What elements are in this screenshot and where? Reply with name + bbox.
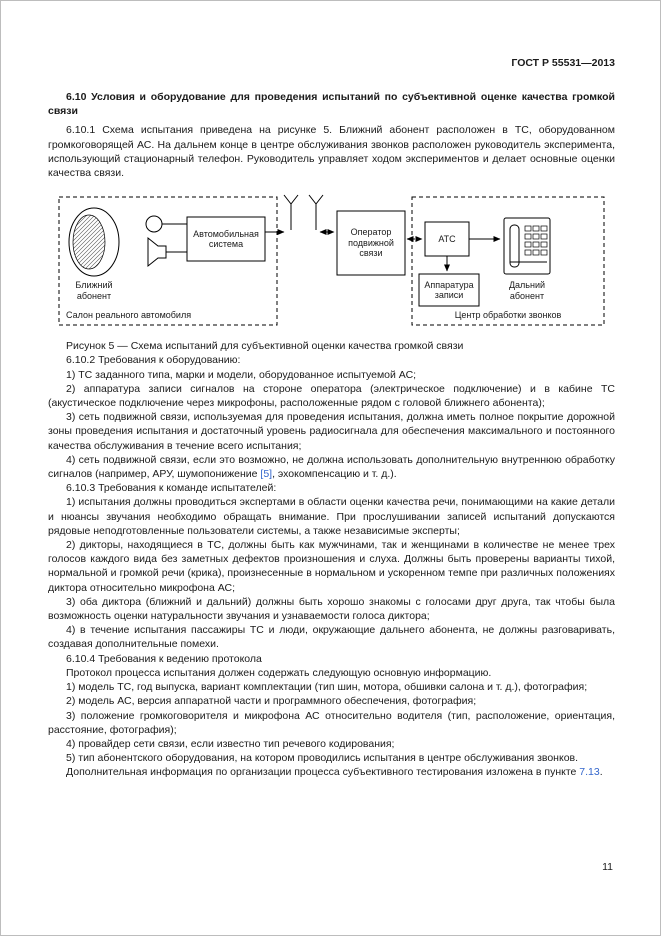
label-car-salon: Салон реального автомобиля [66,310,192,321]
recorder-box [418,273,480,307]
paragraph-6-10-4-item2: 2) модель АС, версия аппаратной части и … [66,695,477,708]
label-mobile-operator: Оператор подвижной связи [348,227,394,259]
label-atc: АТС [438,233,456,244]
paragraph-6-10-2-item3: 3) сеть подвижной связи, используемая дл… [48,411,615,452]
paragraph-6-10-2-title: 6.10.2 Требования к оборудованию: [66,354,241,367]
figure-5-diagram: Ближний абонент Автомобильная система Са… [54,192,609,337]
near-subscriber-head-figure [68,207,120,277]
label-near-subscriber: Ближний абонент [75,280,113,301]
reference-link-7-13[interactable]: 7.13 [579,766,600,779]
car-salon-dashed-box [58,196,278,326]
paragraph-6-10-4-intro: Протокол процесса испытания должен содер… [66,666,492,679]
call-center-dashed-box [411,196,605,326]
paragraph-6-10-4-item4: 4) провайдер сети связи, если известно т… [66,737,395,750]
mobile-operator-box [336,210,406,276]
page-number: 11 [602,861,613,873]
paragraph-6-10-3-title: 6.10.3 Требования к команде испытателей: [66,482,277,495]
paragraph-6-10-3-item2: 2) дикторы, находящиеся в ТС, должны быт… [48,539,615,594]
diagram-canvas [58,194,605,326]
page-content: ГОСТ Р 55531—2013 6.10 Условия и оборудо… [48,57,615,780]
antenna-icon-right [308,194,324,231]
item4-text-pre: 4) сеть подвижной связи, если это возмож… [48,453,615,481]
paragraph-6-10-3-item3: 3) оба диктора (ближний и дальний) должн… [48,595,615,623]
microphone-icon [145,215,163,233]
reference-link-5[interactable]: [5] [260,468,273,481]
closing-text-post: . [599,766,603,779]
label-far-subscriber: Дальний абонент [508,280,546,301]
paragraph-6-10-4-item3: 3) положение громкоговорителя и микрофон… [48,709,615,736]
antenna-icon-left [283,194,299,231]
paragraph-6-10-3-item1: 1) испытания должны проводиться эксперта… [48,496,615,537]
paragraph-6-10-2-item1: 1) ТС заданного типа, марки и модели, об… [66,368,417,381]
paragraph-6-10-3-item4: 4) в течение испытания пассажиры ТС и лю… [48,624,615,651]
paragraph-6-10-4-title: 6.10.4 Требования к ведению протокола [66,652,262,665]
label-recorder: Аппаратура записи [424,279,474,301]
paragraph-closing: Дополнительная информация по организации… [48,765,615,779]
item4-text-post: , эхокомпенсацию и т. д.). [272,468,397,481]
paragraph-6-10-2-item4: 4) сеть подвижной связи, если это возмож… [48,453,615,481]
document-header-gost-number: ГОСТ Р 55531—2013 [511,57,615,69]
paragraph-6-10-4-item1: 1) модель ТС, год выпуска, вариант компл… [66,681,588,694]
closing-text-pre: Дополнительная информация по организации… [66,766,580,779]
section-heading-6-10: 6.10 Условия и оборудование для проведен… [48,91,615,118]
paragraph-6-10-2-item2: 2) аппаратура записи сигналов на стороне… [48,382,615,410]
label-car-system: Автомобильная система [193,228,259,250]
paragraph-6-10-1: 6.10.1 Схема испытания приведена на рису… [48,124,615,180]
label-call-center: Центр обработки звонков [454,310,562,321]
atc-box [424,221,470,257]
paragraph-6-10-4-item5: 5) тип абонентского оборудования, на кот… [66,752,579,765]
figure-5-caption: Рисунок 5 — Схема испытаний для субъекти… [66,340,464,353]
loudspeaker-icon [147,237,167,268]
car-system-box [186,216,266,262]
desk-phone-icon [503,217,551,275]
